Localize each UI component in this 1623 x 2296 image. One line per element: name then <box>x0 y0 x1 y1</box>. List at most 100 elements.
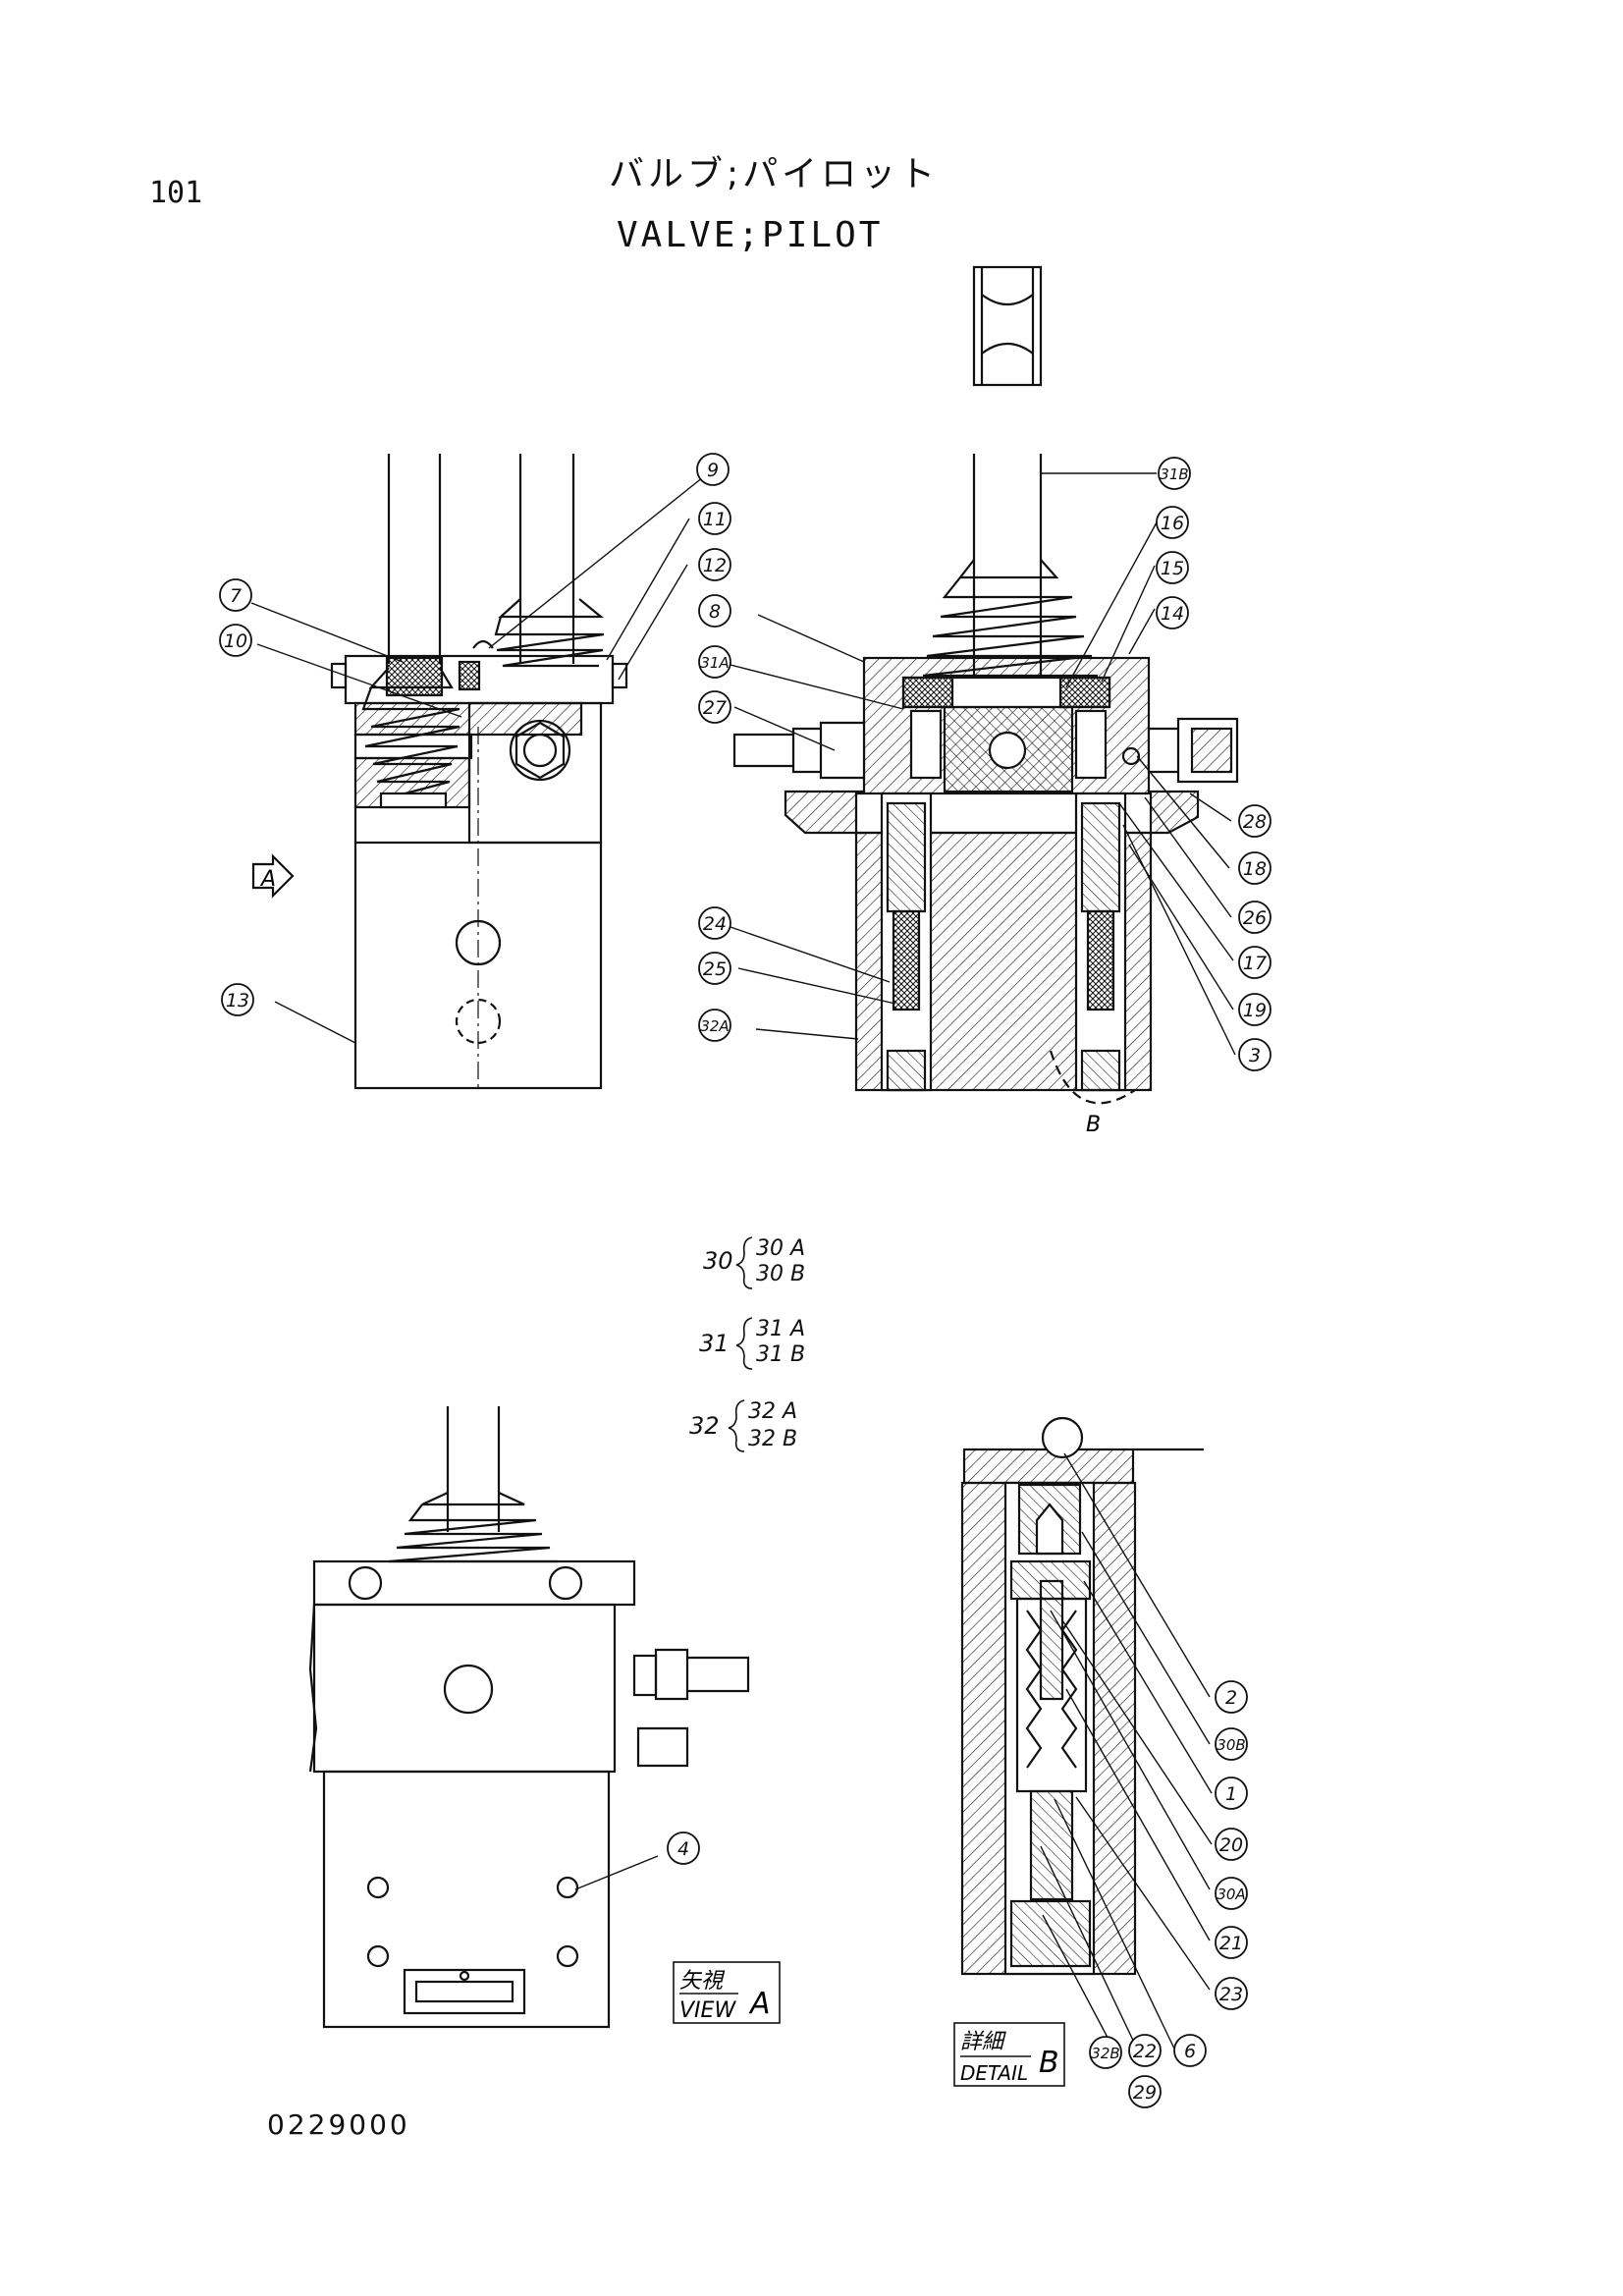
callout-28: 28 <box>1243 811 1267 833</box>
callout-1: 1 <box>1225 1783 1237 1805</box>
drawing-number: 0229000 <box>267 2108 410 2141</box>
view-a-drawing <box>308 1406 750 2029</box>
sub-assembly-30a: 30 A <box>756 1236 805 1261</box>
view-arrow-letter: A <box>259 867 276 892</box>
callout-11: 11 <box>703 509 727 530</box>
callout-2: 2 <box>1225 1687 1237 1709</box>
detail-label-en: DETAIL <box>960 2061 1028 2085</box>
callout-bubble-15 <box>1156 551 1189 584</box>
sub-assembly-table: 30 30 A 30 B 31 31 A 31 B 32 32 A 32 B <box>689 1236 805 1452</box>
callout-29: 29 <box>1133 2082 1157 2104</box>
center-section-view <box>732 454 1239 1105</box>
callout-bubble-16 <box>1156 506 1189 539</box>
callout-bubble-2 <box>1215 1680 1248 1714</box>
callout-bubble-10 <box>219 624 252 657</box>
callout-8: 8 <box>709 601 721 623</box>
callout-27: 27 <box>703 697 727 719</box>
callout-32b: 32B <box>1091 2045 1119 2062</box>
callout-bubble-8 <box>698 594 731 628</box>
callout-bubble-12 <box>698 548 731 581</box>
callout-labels: 9 11 12 7 10 13 31B 16 15 14 8 31A 27 24… <box>224 460 1267 2104</box>
sub-assembly-31b: 31 B <box>756 1342 805 1367</box>
callout-25: 25 <box>703 958 727 980</box>
callout-bubble-20 <box>1215 1828 1248 1861</box>
callout-13: 13 <box>226 990 249 1011</box>
callout-17: 17 <box>1243 953 1267 974</box>
callout-bubble-7 <box>219 578 252 612</box>
callout-4: 4 <box>677 1838 689 1860</box>
title-english: VALVE;PILOT <box>617 215 884 255</box>
callout-12: 12 <box>703 555 727 576</box>
callout-9: 9 <box>707 460 719 481</box>
callout-bubble-24 <box>698 906 731 940</box>
callout-22: 22 <box>1133 2041 1157 2062</box>
callout-bubble-21 <box>1215 1926 1248 1959</box>
title-japanese: バルブ;パイロット <box>609 154 940 194</box>
callout-bubble-14 <box>1156 596 1189 629</box>
callout-18: 18 <box>1243 858 1267 880</box>
callout-bubble-30a <box>1215 1877 1248 1910</box>
detail-label-jp: 詳細 <box>960 2030 1006 2054</box>
callout-26: 26 <box>1243 907 1267 929</box>
callout-24: 24 <box>703 913 727 935</box>
callout-bubble-32a <box>698 1009 731 1042</box>
callout-15: 15 <box>1161 558 1184 579</box>
callout-bubble-13 <box>221 983 254 1016</box>
callout-20: 20 <box>1219 1834 1243 1856</box>
callout-bubble-26 <box>1238 901 1271 934</box>
callout-bubble-25 <box>698 952 731 985</box>
view-label-en: VIEW <box>679 1998 736 2023</box>
callout-bubble-29 <box>1128 2075 1162 2108</box>
callout-bubble-27 <box>698 690 731 724</box>
callout-bubble-31b <box>1158 457 1191 490</box>
callout-bubble-32b <box>1089 2036 1122 2069</box>
sub-assembly-31a: 31 A <box>756 1317 805 1341</box>
callout-bubble-17 <box>1238 946 1271 979</box>
callout-21: 21 <box>1219 1933 1243 1954</box>
callout-31b: 31B <box>1160 465 1188 483</box>
callout-10: 10 <box>224 630 247 652</box>
view-label-letter: A <box>748 1987 771 2021</box>
detail-label-letter: B <box>1039 2046 1059 2080</box>
callout-bubble-22 <box>1128 2034 1162 2067</box>
page-number: 101 <box>149 176 203 210</box>
sub-assembly-group-32: 32 <box>689 1412 720 1440</box>
section-mark-letter: B <box>1086 1113 1101 1137</box>
callout-7: 7 <box>230 585 242 607</box>
callout-30a: 30A <box>1217 1886 1245 1903</box>
sub-assembly-32a: 32 A <box>748 1399 797 1424</box>
callout-30b: 30B <box>1217 1736 1245 1754</box>
sub-assembly-32b: 32 B <box>748 1427 797 1451</box>
callout-31a: 31A <box>700 654 729 672</box>
callout-bubble-18 <box>1238 851 1271 885</box>
callout-14: 14 <box>1161 603 1184 625</box>
callout-bubble-1 <box>1215 1777 1248 1810</box>
callout-6: 6 <box>1184 2041 1196 2062</box>
callout-bubbles <box>219 453 1271 2108</box>
callout-bubble-19 <box>1238 993 1271 1026</box>
detail-b-label: 詳細 DETAIL B <box>953 2022 1065 2087</box>
sub-assembly-group-31: 31 <box>699 1330 730 1357</box>
sub-assembly-30b: 30 B <box>756 1262 805 1286</box>
callout-19: 19 <box>1243 1000 1267 1021</box>
sub-assembly-group-30: 30 <box>703 1247 733 1275</box>
left-side-view <box>251 454 628 1092</box>
callout-32a: 32A <box>700 1017 729 1035</box>
detail-b-drawing <box>960 1416 1204 1976</box>
callout-bubble-28 <box>1238 804 1271 838</box>
leader-lines <box>250 468 1236 2050</box>
lever-grip-top-view <box>972 265 1043 387</box>
callout-bubble-11 <box>698 502 731 535</box>
callout-bubble-4 <box>667 1831 700 1865</box>
callout-bubble-9 <box>696 453 730 486</box>
callout-bubble-31a <box>698 645 731 679</box>
callout-23: 23 <box>1219 1984 1243 2005</box>
callout-bubble-6 <box>1173 2034 1207 2067</box>
callout-3: 3 <box>1249 1045 1261 1066</box>
callout-16: 16 <box>1161 513 1184 534</box>
callout-bubble-30b <box>1215 1727 1248 1761</box>
view-a-label: 矢視 VIEW A <box>673 1961 781 2024</box>
callout-bubble-23 <box>1215 1977 1248 2010</box>
view-label-jp: 矢視 <box>679 1969 726 1994</box>
